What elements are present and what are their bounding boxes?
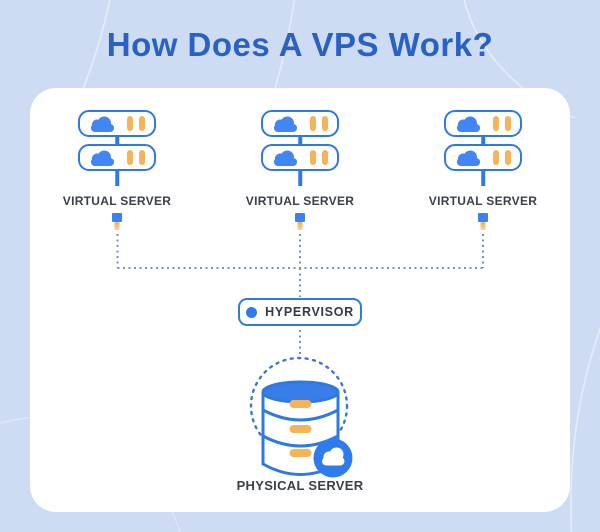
drive-slot-icon	[493, 116, 499, 131]
server-unit	[261, 144, 339, 171]
server-unit	[78, 144, 156, 171]
stack-connector	[298, 171, 302, 186]
virtual-server-group: VIRTUAL SERVER	[423, 110, 543, 232]
drive-slots	[493, 116, 511, 131]
hypervisor-label: HYPERVISOR	[265, 305, 354, 319]
stack-connector	[115, 171, 119, 186]
stack-connector	[481, 171, 485, 186]
dotted-drop-lines	[116, 234, 484, 354]
cloud-badge-icon	[313, 438, 353, 478]
cloud-icon	[456, 149, 481, 166]
drive-slot-icon	[127, 116, 133, 131]
connector-node-icon	[112, 213, 122, 222]
connector-lines	[116, 234, 484, 478]
virtual-server-label: VIRTUAL SERVER	[245, 194, 355, 208]
page-title: How Does A VPS Work?	[106, 26, 494, 63]
hypervisor-dot-icon	[246, 306, 258, 318]
connector-stem	[297, 222, 303, 230]
server-unit	[444, 110, 522, 137]
connector-node-icon	[295, 213, 305, 222]
drive-slot-icon	[139, 150, 145, 165]
stack-connector	[115, 137, 119, 145]
cloud-icon	[273, 149, 298, 166]
virtual-server-label: VIRTUAL SERVER	[428, 194, 538, 208]
server-unit	[444, 144, 522, 171]
drive-slots	[127, 150, 145, 165]
drive-slot-icon	[322, 150, 328, 165]
stack-connector	[481, 137, 485, 145]
drive-slots	[493, 150, 511, 165]
virtual-server-label: VIRTUAL SERVER	[62, 194, 172, 208]
cloud-icon	[90, 115, 115, 132]
drive-slots	[127, 116, 145, 131]
connector-stem	[114, 222, 120, 230]
drive-slots	[310, 116, 328, 131]
virtual-server-group: VIRTUAL SERVER	[240, 110, 360, 232]
drive-slot-icon	[310, 150, 316, 165]
connector-stem	[480, 222, 486, 230]
hypervisor-box: HYPERVISOR	[238, 298, 362, 326]
cloud-icon	[456, 115, 481, 132]
drive-slot-icon	[493, 150, 499, 165]
drive-slot-icon	[505, 150, 511, 165]
drive-slot-icon	[289, 425, 312, 433]
diagram-card: VIRTUAL SERVER	[30, 88, 570, 512]
drive-slot-icon	[289, 449, 312, 457]
cloud-icon	[273, 115, 298, 132]
server-unit	[78, 110, 156, 137]
drive-slot-icon	[139, 116, 145, 131]
cloud-icon	[90, 149, 115, 166]
drive-slot-icon	[310, 116, 316, 131]
drive-slot-icon	[127, 150, 133, 165]
stack-connector	[298, 137, 302, 145]
server-unit	[261, 110, 339, 137]
virtual-server-group: VIRTUAL SERVER	[57, 110, 177, 232]
physical-server-label: PHYSICAL SERVER	[236, 478, 364, 493]
connector-node-icon	[478, 213, 488, 222]
drive-slot-icon	[322, 116, 328, 131]
drive-slots	[310, 150, 328, 165]
drive-slot-icon	[505, 116, 511, 131]
drive-slot-icon	[289, 400, 312, 408]
